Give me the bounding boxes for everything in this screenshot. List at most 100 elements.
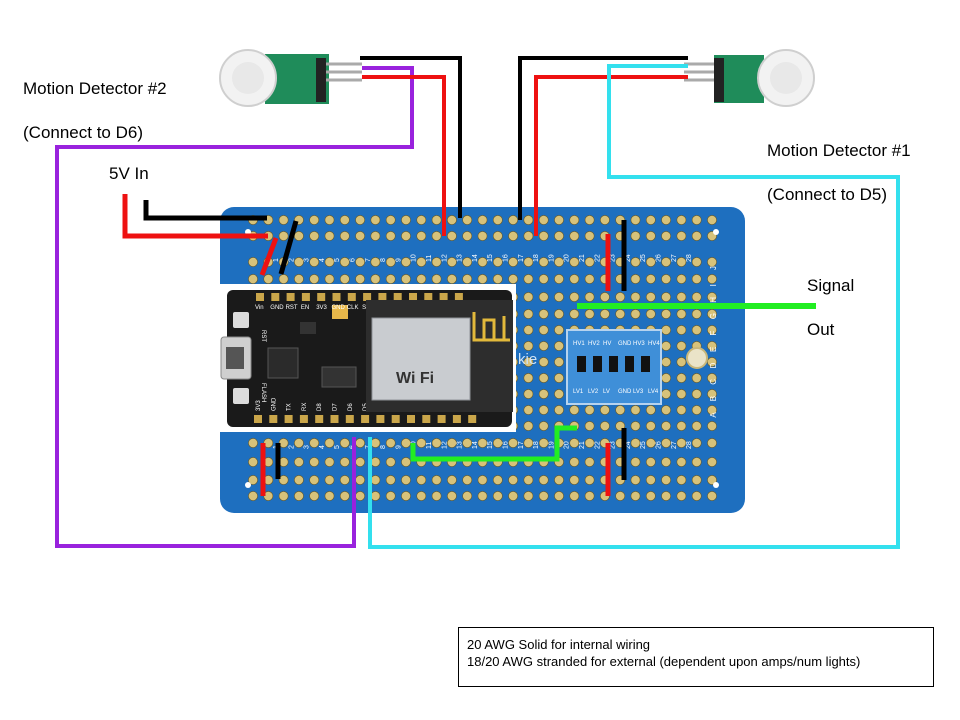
col-number-top: 8 (380, 258, 387, 262)
proto-pad (661, 457, 671, 467)
wiring-note-box: 20 AWG Solid for internal wiring 18/20 A… (458, 627, 934, 687)
proto-pad (600, 405, 610, 415)
cap-yellow (332, 305, 348, 319)
header-pin (391, 415, 400, 423)
led-indicator (686, 347, 708, 369)
proto-pad (676, 389, 687, 399)
mounting-hole-right (713, 229, 719, 235)
proto-pad (370, 274, 381, 284)
proto-pad (569, 491, 580, 501)
pin-label-top: RST (286, 305, 298, 311)
header-pin (299, 415, 308, 423)
proto-pad (523, 373, 534, 383)
proto-pad (584, 457, 595, 467)
col-number-top: 1 (273, 258, 280, 262)
wire-black-motion1-gnd (518, 56, 688, 220)
proto-pad (707, 491, 717, 501)
proto-pad (691, 491, 702, 501)
proto-pad (676, 231, 687, 241)
proto-pad (385, 231, 396, 241)
proto-pad (538, 231, 549, 241)
proto-pad (385, 491, 396, 501)
proto-pad (248, 457, 258, 467)
proto-pad (645, 215, 656, 225)
col-number-bottom: 23 (610, 441, 617, 449)
shifter-label-top: HV3 (633, 341, 645, 347)
motion-detector-2-label: Motion Detector #2 (Connect to D6) (23, 56, 167, 166)
header-pin (439, 293, 448, 301)
col-number-top: 25 (640, 254, 647, 262)
proto-pad (538, 274, 549, 284)
proto-pad (554, 389, 564, 399)
proto-pad (554, 231, 564, 241)
proto-pad (309, 274, 320, 284)
proto-pad (691, 421, 702, 431)
proto-pad (293, 438, 304, 448)
proto-pad (462, 274, 473, 284)
proto-pad (569, 215, 580, 225)
col-number-bottom: 20 (564, 441, 571, 449)
pin-label-bottom: TX (287, 403, 293, 411)
proto-pad (538, 491, 549, 501)
proto-pad (707, 292, 717, 302)
col-number-top: 27 (671, 254, 678, 262)
proto-pad (676, 292, 687, 302)
proto-pad (523, 215, 534, 225)
proto-pad (293, 274, 304, 284)
proto-pad (523, 405, 534, 415)
proto-pad (691, 438, 702, 448)
proto-pad (324, 231, 335, 241)
proto-pad (477, 215, 488, 225)
proto-pad (462, 491, 473, 501)
proto-pad (370, 257, 381, 267)
proto-pad (355, 438, 365, 448)
proto-pad (661, 325, 671, 335)
small-chip (300, 322, 316, 334)
proto-pad (538, 309, 549, 319)
proto-pad (676, 405, 687, 415)
proto-pad (676, 325, 687, 335)
proto-pad (446, 491, 457, 501)
proto-pad (645, 292, 656, 302)
proto-pad (248, 438, 258, 448)
proto-pad (661, 421, 671, 431)
proto-pad (569, 309, 580, 319)
col-number-top: 6 (350, 258, 357, 262)
usb-port-inner (226, 347, 244, 369)
proto-pad (554, 491, 564, 501)
motion-detector-1-label: Motion Detector #1 (Connect to D5) (767, 118, 911, 228)
proto-pad (645, 491, 656, 501)
header-pin (286, 293, 295, 301)
proto-pad (431, 491, 442, 501)
pir-2-header (316, 58, 326, 102)
proto-pad (370, 438, 381, 448)
proto-pad (477, 491, 488, 501)
pin-label-bottom: D6 (348, 403, 354, 411)
motion-sensor-2 (219, 49, 362, 107)
col-number-top: 2 (288, 258, 295, 262)
proto-pad (492, 438, 503, 448)
proto-pad (385, 457, 396, 467)
proto-pad (355, 475, 365, 485)
proto-pad (523, 421, 534, 431)
motion-sensor-1 (684, 49, 815, 107)
pir-1-dome-inner (770, 62, 802, 94)
pin-label-top: Vin (255, 305, 264, 311)
proto-pad (309, 457, 320, 467)
proto-pad (446, 475, 457, 485)
proto-pad (676, 373, 687, 383)
header-pin (315, 415, 324, 423)
proto-pad (630, 438, 641, 448)
proto-pad (355, 257, 365, 267)
row-letter: I (709, 284, 718, 286)
proto-pad (615, 292, 626, 302)
col-number-bottom: 22 (594, 441, 601, 449)
shifter-chip-1 (577, 356, 586, 372)
row-letter: A (709, 412, 718, 418)
proto-col-numbers: 1122334455667788991010111112121313141415… (273, 254, 693, 449)
nodemcu-module: RST FLASH VinGNDRSTEN3V3GNDCLKSD0CMDSD1S… (220, 284, 516, 432)
proto-pad (538, 257, 549, 267)
proto-pad (661, 341, 671, 351)
